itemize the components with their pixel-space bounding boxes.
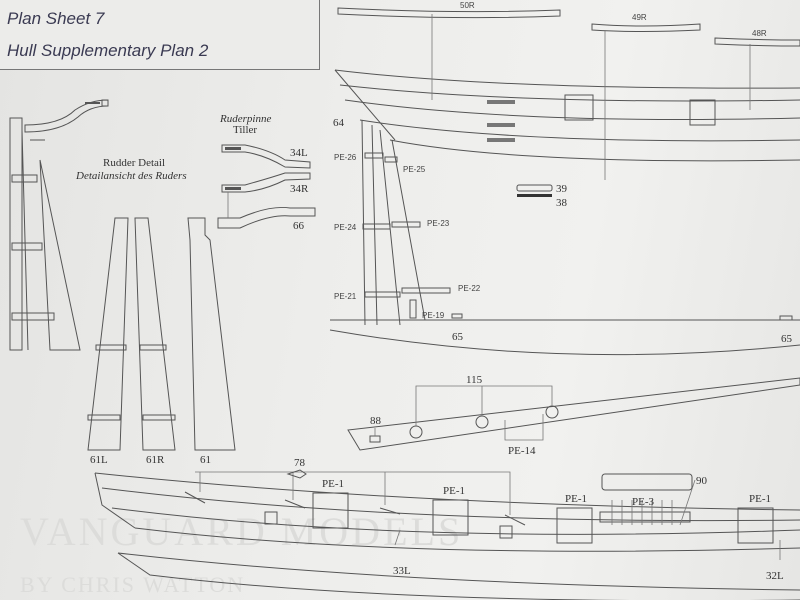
tiller-parts bbox=[217, 144, 316, 229]
tiller-title-de: Ruderpinne bbox=[219, 113, 271, 125]
pe-label-22: PE-22 bbox=[458, 284, 481, 293]
rudder-detail-title-de: Detailansicht des Ruders bbox=[75, 170, 187, 182]
part-label-65-left: 65 bbox=[452, 331, 464, 343]
part-label-39: 39 bbox=[556, 183, 568, 195]
rudder-side-view bbox=[9, 99, 109, 351]
part-label-61r: 61R bbox=[146, 454, 165, 466]
title-block: Plan Sheet 7 Hull Supplementary Plan 2 bbox=[0, 0, 320, 70]
watermark-text: VANGUARD MODELS bbox=[20, 509, 463, 554]
pe-label-1-c: PE-1 bbox=[565, 493, 587, 505]
stern-rails bbox=[334, 7, 800, 197]
stern-post bbox=[329, 119, 800, 356]
part-label-78: 78 bbox=[294, 457, 306, 469]
pe-label-24: PE-24 bbox=[334, 223, 357, 232]
part-label-50r: 50R bbox=[460, 1, 475, 10]
pe-label-26: PE-26 bbox=[334, 153, 357, 162]
pe-label-23: PE-23 bbox=[427, 219, 450, 228]
part-label-34l: 34L bbox=[290, 147, 308, 159]
part-label-61l: 61L bbox=[90, 454, 108, 466]
plan-sheet-title: Plan Sheet 7 bbox=[7, 9, 105, 28]
keel-piece bbox=[347, 377, 800, 451]
pe-label-1-d: PE-1 bbox=[749, 493, 771, 505]
part-label-61: 61 bbox=[200, 454, 211, 466]
part-label-34r: 34R bbox=[290, 183, 309, 195]
side-hull bbox=[94, 469, 800, 600]
rudder-detail-title: Rudder Detail bbox=[103, 157, 165, 169]
part-label-115: 115 bbox=[466, 374, 483, 386]
plan-subtitle: Hull Supplementary Plan 2 bbox=[7, 41, 209, 60]
pe-label-1-a: PE-1 bbox=[322, 478, 344, 490]
pe-label-3: PE-3 bbox=[632, 496, 655, 508]
pe-label-25: PE-25 bbox=[403, 165, 426, 174]
part-label-90: 90 bbox=[696, 475, 708, 487]
tiller-title: Tiller bbox=[233, 124, 257, 136]
part-label-88: 88 bbox=[370, 415, 382, 427]
watermark-subtext: BY CHRIS WATTON bbox=[20, 572, 245, 597]
part-label-32l: 32L bbox=[766, 570, 784, 582]
rudder-pieces bbox=[87, 217, 236, 451]
pe-label-19: PE-19 bbox=[422, 311, 445, 320]
pe-label-14: PE-14 bbox=[508, 445, 536, 457]
part-label-65-right: 65 bbox=[781, 333, 793, 345]
part-label-38: 38 bbox=[556, 197, 568, 209]
part-label-66: 66 bbox=[293, 220, 305, 232]
part-label-64: 64 bbox=[333, 117, 345, 129]
pe-label-1-b: PE-1 bbox=[443, 485, 465, 497]
part-label-49r: 49R bbox=[632, 13, 647, 22]
pe-label-21: PE-21 bbox=[334, 292, 357, 301]
part-label-33l: 33L bbox=[393, 565, 411, 577]
part-label-48r: 48R bbox=[752, 29, 767, 38]
